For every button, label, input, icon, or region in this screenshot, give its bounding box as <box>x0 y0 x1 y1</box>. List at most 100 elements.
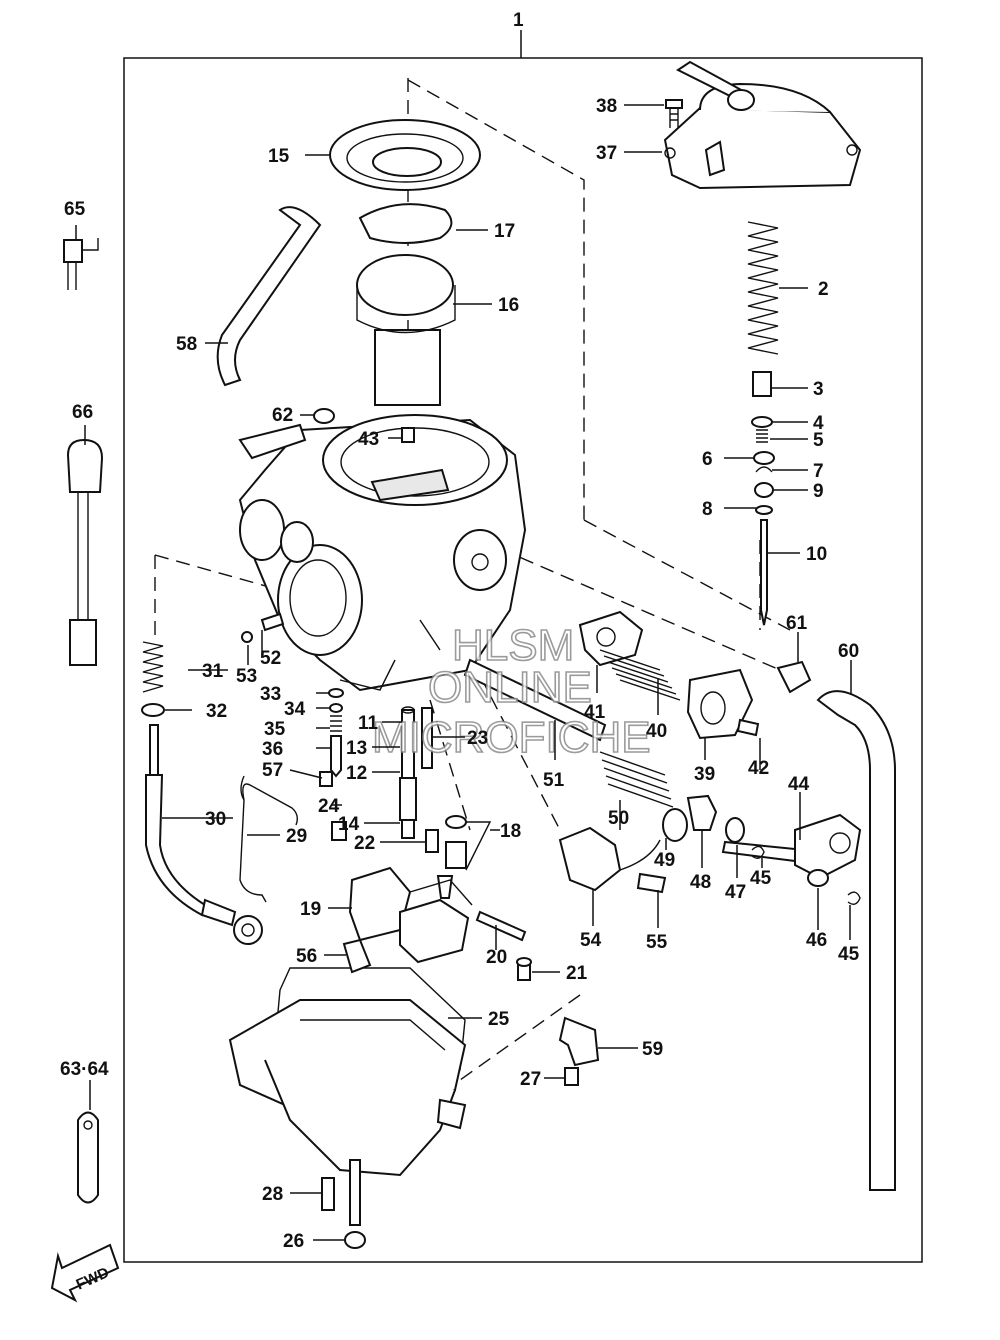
cover-screw <box>665 99 683 128</box>
callout-52: 52 <box>260 648 281 669</box>
callout-65: 65 <box>64 199 86 220</box>
callout-56: 56 <box>296 946 317 967</box>
hose-clip <box>776 660 812 694</box>
callout-13: 13 <box>346 738 367 759</box>
callout-51: 51 <box>543 770 565 791</box>
callout-36: 36 <box>262 739 283 760</box>
callout-17: 17 <box>494 221 515 242</box>
plug-48 <box>686 794 718 831</box>
callout-37: 37 <box>596 143 617 164</box>
cover-screw-42 <box>736 718 760 737</box>
accelerator-rod <box>463 658 607 742</box>
callout-38: 38 <box>596 96 617 117</box>
hose-clamp <box>558 1016 600 1067</box>
lever-54 <box>558 826 661 892</box>
float-screw <box>516 957 532 981</box>
callout-29: 29 <box>286 826 307 847</box>
callout-48: 48 <box>690 872 711 893</box>
strap-6364 <box>77 1111 99 1204</box>
callout-23: 23 <box>467 728 488 749</box>
clamp-screw <box>564 1067 579 1086</box>
callout-15: 15 <box>268 146 290 167</box>
callout-3: 3 <box>813 379 824 400</box>
float <box>348 866 473 964</box>
callout-12: 12 <box>346 763 367 784</box>
screw-43 <box>401 427 415 443</box>
callout-24: 24 <box>318 796 340 817</box>
callout-40: 40 <box>646 721 667 742</box>
heater-66 <box>66 438 104 666</box>
washer-47 <box>725 817 745 843</box>
callout-32: 32 <box>206 701 227 722</box>
callout-35: 35 <box>264 719 286 740</box>
float-pin <box>475 910 527 942</box>
diaphragm-spring <box>599 751 674 808</box>
callout-31: 31 <box>202 661 224 682</box>
callout-42: 42 <box>748 758 769 779</box>
o-ring <box>662 808 688 842</box>
callout-30: 30 <box>205 809 226 830</box>
callout-66: 66 <box>72 402 93 423</box>
callout-34: 34 <box>284 699 306 720</box>
callout-54: 54 <box>580 930 602 951</box>
callout-5: 5 <box>813 430 824 451</box>
callout-18: 18 <box>500 821 521 842</box>
accelerator-cover <box>578 610 644 667</box>
jet-needle-stack <box>751 371 775 626</box>
callout-27: 27 <box>520 1069 541 1090</box>
sensor-65 <box>63 238 99 290</box>
assembly-callout: 1 <box>513 10 524 31</box>
callout-62: 62 <box>272 405 293 426</box>
callout-39: 39 <box>694 764 715 785</box>
e-clip-45a <box>751 845 765 859</box>
top-cover <box>663 60 862 190</box>
callout-leaders <box>75 104 852 1241</box>
throttle-link-wire <box>239 775 299 903</box>
callout-8: 8 <box>702 499 713 520</box>
callout-60: 60 <box>838 641 859 662</box>
accelerator-spring <box>599 649 681 701</box>
callout-46: 46 <box>806 930 827 951</box>
callout-25: 25 <box>488 1009 510 1030</box>
forward-arrow: FWD <box>50 1243 120 1303</box>
callout-47: 47 <box>725 882 746 903</box>
callout-59: 59 <box>642 1039 663 1060</box>
callout-43: 43 <box>358 429 379 450</box>
callout-7: 7 <box>813 461 824 482</box>
slow-jet <box>331 821 347 841</box>
callout-20: 20 <box>486 947 507 968</box>
callout-labels: 2 3 4 5 6 7 8 9 10 11 12 13 14 15 16 17 … <box>60 96 860 1252</box>
callout-11: 11 <box>358 713 379 734</box>
callout-19: 19 <box>300 899 321 920</box>
callout-57: 57 <box>262 760 283 781</box>
float-bowl <box>228 999 467 1177</box>
callout-16: 16 <box>498 295 519 316</box>
callout-45b: 45 <box>838 944 860 965</box>
washer <box>141 703 165 717</box>
main-jet <box>425 829 439 853</box>
callout-22: 22 <box>354 833 375 854</box>
callout-61: 61 <box>786 613 808 634</box>
callout-9: 9 <box>813 481 824 502</box>
callout-50: 50 <box>608 808 629 829</box>
fuel-hose <box>816 690 896 1191</box>
bowl-screw <box>344 1159 366 1249</box>
piston-spring <box>747 221 779 355</box>
callout-58: 58 <box>176 334 197 355</box>
callout-49: 49 <box>654 850 675 871</box>
watermark-line3: MICROFICHE <box>372 713 651 762</box>
callout-2: 2 <box>818 279 829 300</box>
pilot-screw <box>260 612 285 632</box>
washer-46 <box>807 869 829 887</box>
callout-63-64: 63·64 <box>60 1059 109 1080</box>
callout-10: 10 <box>806 544 827 565</box>
diaphragm <box>329 119 481 191</box>
pilot-screw-set <box>319 688 344 787</box>
piston-valve <box>356 254 456 406</box>
main-jet-holder <box>399 777 417 839</box>
retaining-ring <box>358 203 453 244</box>
throttle-spring <box>142 641 164 693</box>
e-clip-45b <box>847 891 861 905</box>
lever-screw <box>636 872 667 894</box>
